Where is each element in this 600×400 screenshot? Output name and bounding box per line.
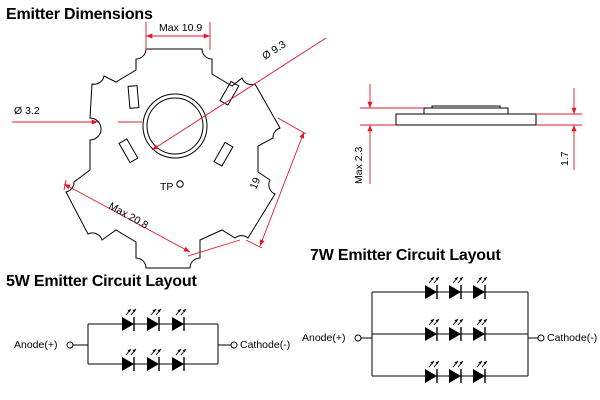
emitter-dimensions-heading: Emitter Dimensions bbox=[6, 6, 153, 23]
circuit-5w-anode-terminal bbox=[66, 341, 74, 349]
max-height-label: Max 2.3 bbox=[353, 146, 365, 184]
circuit-7w-cathode-label: Cathode(-) bbox=[547, 332, 597, 344]
flat-width-label: 19 bbox=[248, 176, 264, 191]
test-point-label: TP bbox=[160, 181, 173, 193]
hole-diameter-label: Ø 3.2 bbox=[14, 105, 40, 117]
max-height-dimension: Max 2.3 bbox=[353, 84, 424, 184]
max-width-label: Max 10.9 bbox=[159, 22, 202, 34]
circuit-5w-heading: 5W Emitter Circuit Layout bbox=[6, 273, 197, 290]
led-diode-icon bbox=[449, 276, 464, 299]
led-diode-icon bbox=[473, 318, 488, 341]
led-diode-icon bbox=[425, 276, 440, 299]
led-diode-icon bbox=[449, 318, 464, 341]
max-across-dimension: Max 20.8 bbox=[63, 179, 241, 257]
max-width-dimension: Max 10.9 bbox=[145, 22, 211, 50]
solder-pads bbox=[118, 80, 240, 167]
led-diode-icon bbox=[425, 318, 440, 341]
board-thickness-label: 1.7 bbox=[559, 151, 571, 166]
circuit-7w-heading: 7W Emitter Circuit Layout bbox=[310, 247, 501, 264]
lens-inner-circle bbox=[146, 97, 204, 155]
led-diode-icon bbox=[425, 360, 440, 383]
circuit-5w-anode-label: Anode(+) bbox=[14, 339, 58, 351]
led-diode-icon bbox=[473, 276, 488, 299]
led-diode-icon bbox=[122, 308, 137, 331]
led-diode-icon bbox=[172, 308, 187, 331]
star-board-top-view: TP bbox=[65, 48, 281, 269]
circuit-7w-anode-terminal bbox=[354, 334, 362, 342]
circuit-7w: Anode(+) Cathode(-) bbox=[302, 276, 597, 383]
max-across-label: Max 20.8 bbox=[107, 200, 151, 232]
circuit-5w-cathode-terminal bbox=[230, 341, 238, 349]
led-diode-icon bbox=[122, 348, 137, 371]
led-diode-icon bbox=[147, 308, 162, 331]
led-diode-icon bbox=[147, 348, 162, 371]
hole-diameter-dimension: Ø 3.2 bbox=[12, 105, 142, 125]
circuit-5w-cathode-label: Cathode(-) bbox=[240, 339, 290, 351]
side-view-lens-cap bbox=[431, 105, 501, 109]
led-diode-icon bbox=[449, 360, 464, 383]
board-thickness-dimension: 1.7 bbox=[536, 88, 582, 170]
side-view bbox=[395, 105, 537, 126]
circuit-5w: Anode(+) Cathode(-) bbox=[14, 308, 290, 371]
test-point-marker bbox=[176, 180, 184, 188]
led-diode-icon bbox=[473, 360, 488, 383]
circuit-7w-anode-label: Anode(+) bbox=[302, 332, 346, 344]
led-diode-icon bbox=[172, 348, 187, 371]
lens-diameter-label: Ø 9.3 bbox=[260, 38, 288, 62]
circuit-7w-cathode-terminal bbox=[537, 334, 545, 342]
flat-width-dimension: 19 bbox=[245, 117, 307, 249]
lens-outer-circle bbox=[142, 93, 208, 159]
